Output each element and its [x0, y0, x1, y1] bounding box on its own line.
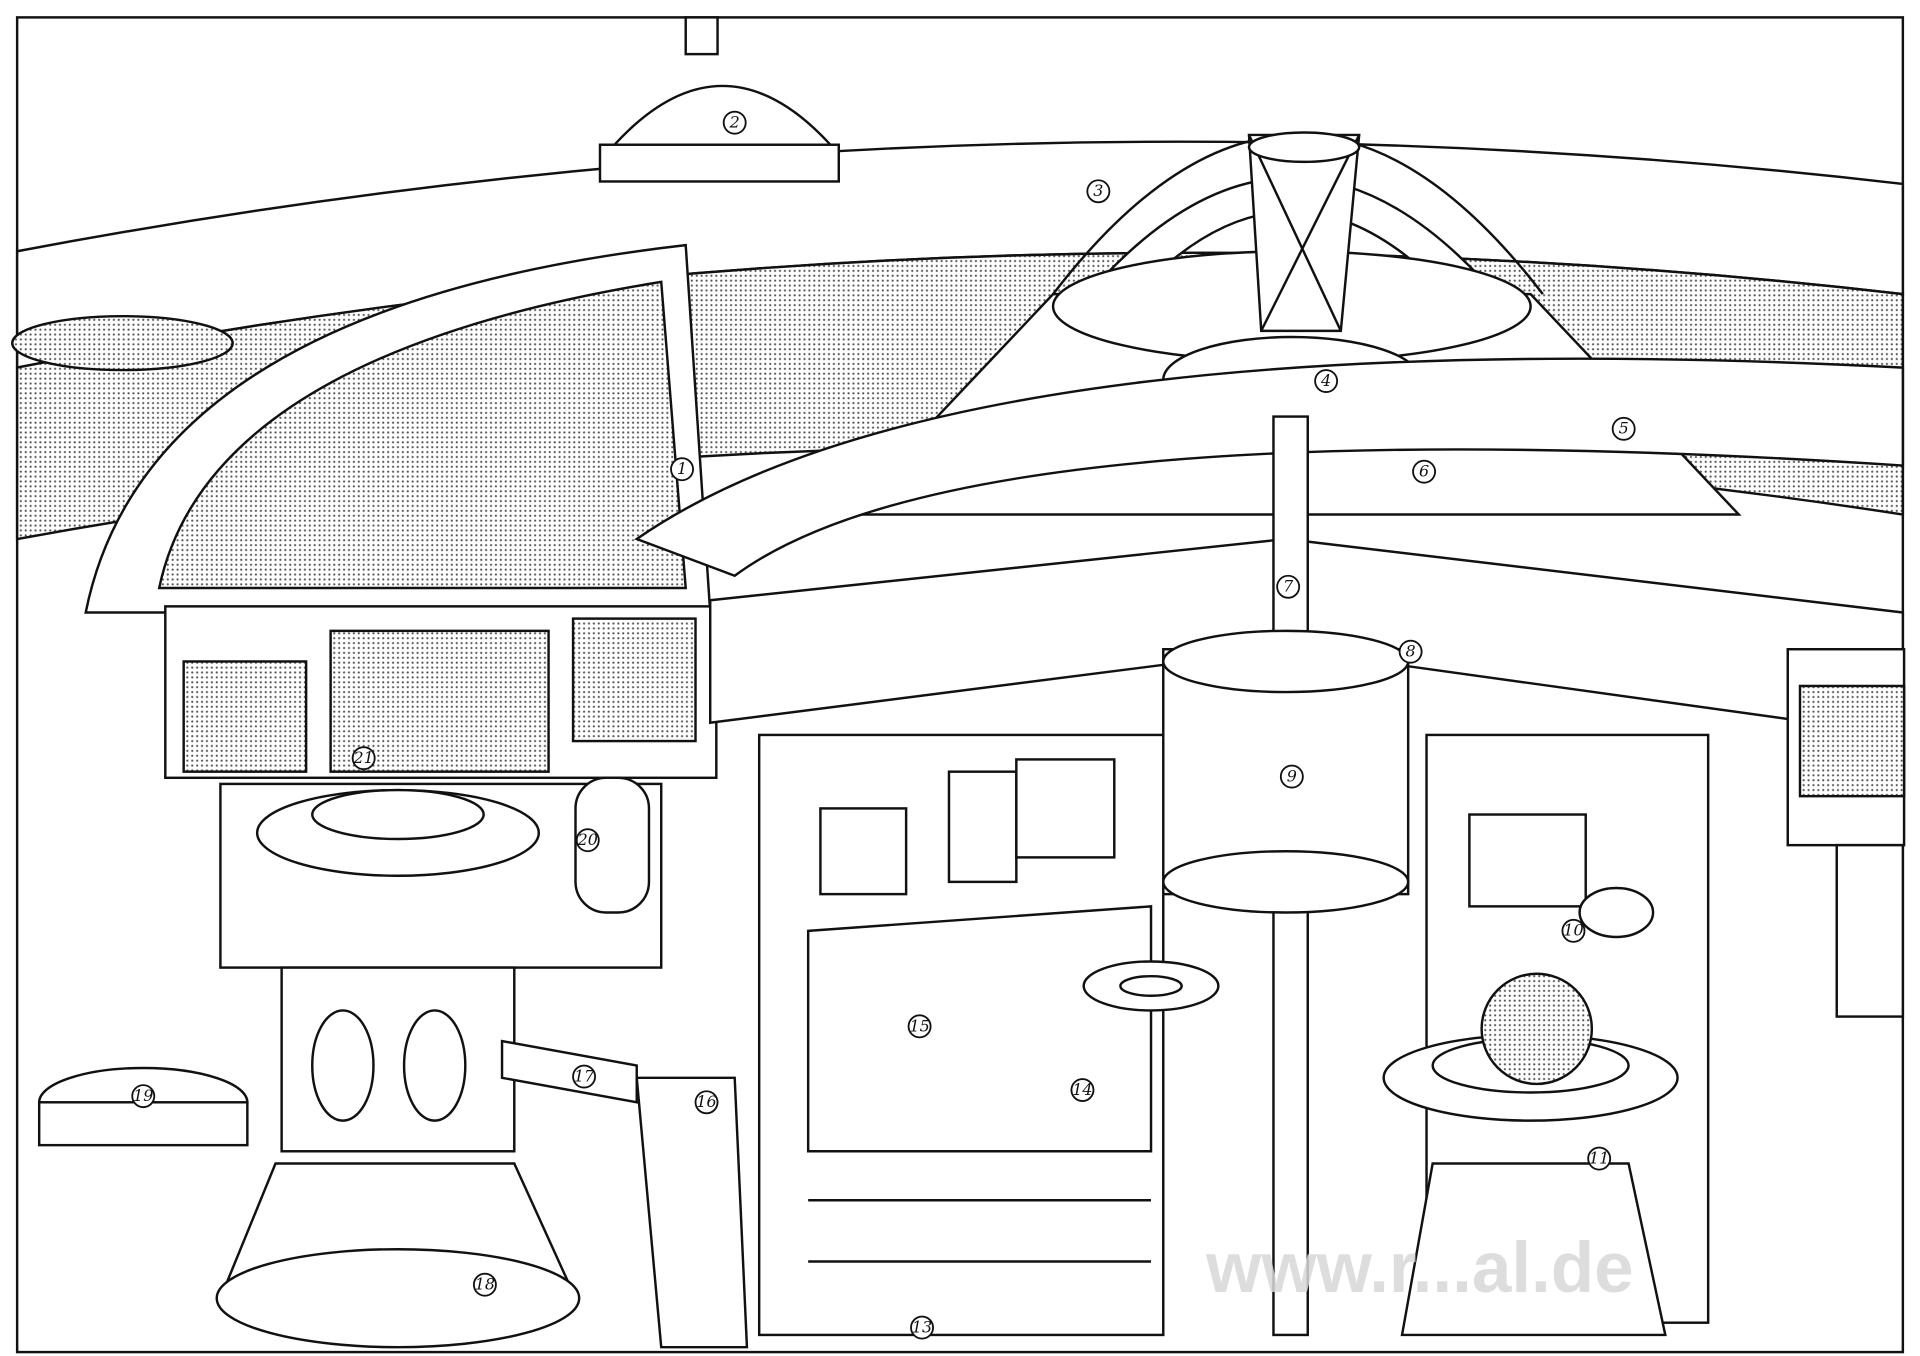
callout-4: 4 [1314, 369, 1339, 394]
callout-21: 21 [351, 746, 376, 771]
callout-number: 5 [1619, 419, 1629, 438]
callout-number: 16 [696, 1092, 716, 1111]
callout-18: 18 [472, 1272, 497, 1297]
callout-number: 13 [912, 1317, 932, 1336]
callout-number: 4 [1320, 371, 1331, 390]
ceiling-lamp [598, 16, 840, 183]
callout-number: 1 [677, 459, 687, 478]
main-deck [708, 415, 1905, 1337]
callout-number: 20 [577, 830, 598, 849]
callout-number: 18 [475, 1275, 495, 1294]
callout-number: 15 [909, 1016, 929, 1035]
callout-17: 17 [572, 1064, 597, 1089]
watermark: www.r...al.de [1205, 1229, 1634, 1308]
callout-number: 11 [1589, 1149, 1609, 1168]
callout-2: 2 [722, 110, 747, 135]
upper-ring [634, 357, 1905, 578]
callout-number: 2 [729, 113, 740, 132]
callout-labels: 1 2 3 4 5 6 7 8 9 10 11 13 14 15 16 17 18 19 20 21 [131, 110, 1636, 1340]
callout-5: 5 [1611, 416, 1636, 441]
callout-8: 8 [1398, 639, 1423, 664]
callout-number: 7 [1283, 577, 1294, 596]
callout-number: 17 [574, 1066, 595, 1085]
callout-number: 8 [1406, 642, 1416, 661]
callout-6: 6 [1412, 459, 1437, 484]
callout-19: 19 [131, 1084, 156, 1109]
callout-number: 21 [353, 748, 374, 767]
callout-number: 6 [1419, 462, 1429, 481]
callout-1: 1 [670, 457, 694, 482]
callout-10: 10 [1561, 918, 1586, 943]
callout-15: 15 [907, 1014, 932, 1039]
callout-11: 11 [1587, 1146, 1612, 1171]
callout-3: 3 [1086, 179, 1111, 204]
callout-16: 16 [694, 1090, 719, 1115]
callout-number: 19 [133, 1086, 153, 1105]
callout-number: 9 [1287, 766, 1297, 785]
callout-number: 10 [1563, 921, 1583, 940]
callout-13: 13 [910, 1315, 934, 1340]
engine-assembly [37, 966, 749, 1349]
right-deck [1786, 648, 1906, 1018]
callout-7: 7 [1276, 574, 1301, 599]
callout-20: 20 [575, 828, 600, 853]
callout-9: 9 [1279, 764, 1304, 789]
callout-number: 14 [1072, 1080, 1092, 1099]
callout-14: 14 [1070, 1078, 1095, 1102]
callout-number: 3 [1093, 181, 1103, 200]
